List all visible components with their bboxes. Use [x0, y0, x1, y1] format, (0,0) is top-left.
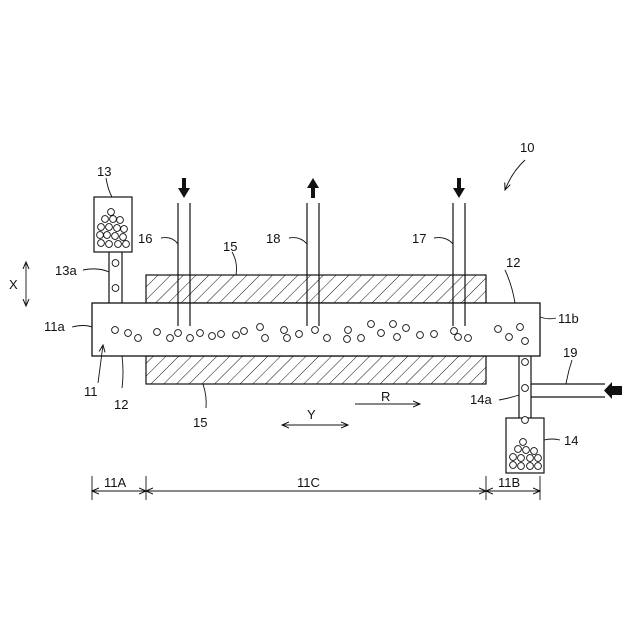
label-axis-x: X: [9, 277, 18, 292]
label-inlet-17: 17: [412, 231, 426, 246]
label-zone-b: 11B: [498, 475, 520, 490]
label-tube-end-b: 11b: [558, 311, 579, 326]
inflow-arrow-16: [178, 178, 190, 198]
leader-11b: [540, 317, 556, 319]
leader-19: [566, 360, 572, 384]
label-pipe-bottom: 14a: [470, 392, 492, 407]
label-zone-c: 11C: [297, 475, 320, 490]
label-tube-end-a: 11a: [44, 319, 65, 334]
label-pipe-top: 13a: [55, 263, 77, 278]
label-heater-top: 15: [223, 239, 237, 254]
leader-15-top: [232, 252, 237, 275]
gas-inlet-arrow: [604, 382, 622, 399]
heater-bottom: [146, 356, 486, 384]
label-gas-pipe: 19: [563, 345, 577, 360]
label-device: 10: [520, 140, 534, 155]
leader-16: [161, 238, 178, 244]
label-heater-bottom: 15: [193, 415, 207, 430]
outflow-arrow-18: [307, 178, 319, 198]
label-wall-top: 12: [506, 255, 520, 270]
leader-14: [544, 439, 560, 440]
label-tube: 11: [84, 384, 98, 399]
leader-14a: [499, 395, 519, 400]
leader-13: [106, 178, 112, 197]
particles-pipe-bottom: [522, 359, 529, 424]
leader-18: [289, 238, 307, 244]
label-zone-a: 11A: [104, 475, 126, 490]
label-wall-bottom: 12: [114, 397, 128, 412]
leader-13a: [83, 269, 109, 272]
label-outlet-18: 18: [266, 231, 280, 246]
leader-15-bottom: [203, 384, 206, 408]
label-rotation: R: [381, 389, 390, 404]
inflow-arrow-17: [453, 178, 465, 198]
label-hopper-top: 13: [97, 164, 111, 179]
heater-top: [146, 275, 486, 303]
leader-11a: [72, 326, 92, 328]
label-inlet-16: 16: [138, 231, 152, 246]
particles-pipe-top: [112, 260, 119, 292]
leader-10: [505, 160, 525, 190]
leader-12-bottom: [122, 356, 123, 388]
label-hopper-bottom: 14: [564, 433, 578, 448]
leader-12-top: [505, 270, 515, 303]
label-axis-y: Y: [307, 407, 316, 422]
leader-17: [434, 238, 453, 244]
